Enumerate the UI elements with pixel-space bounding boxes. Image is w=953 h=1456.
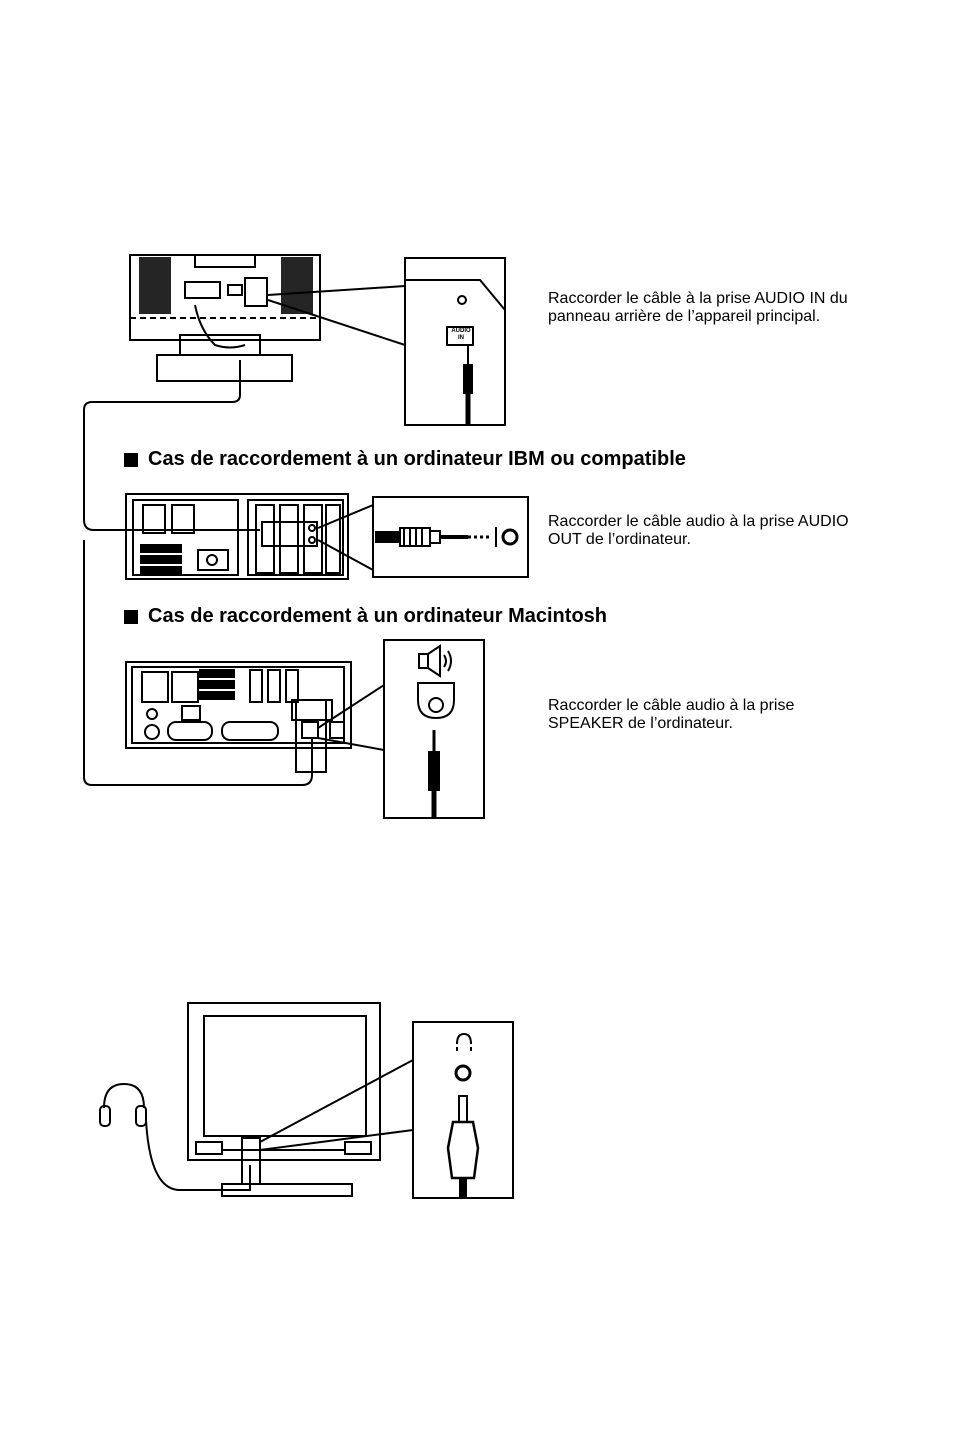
audio-out-zoom-box (318, 497, 528, 577)
monitor-rear-panel (84, 255, 320, 530)
ibm-description: Raccorder le câble audio à la prise AUDI… (548, 513, 868, 549)
speaker-zoom-box (384, 640, 484, 818)
ibm-heading: Cas de raccordement à un ordinateur IBM … (124, 448, 686, 471)
square-bullet-icon (124, 610, 138, 624)
mac-heading-text: Cas de raccordement à un ordinateur Maci… (148, 605, 607, 628)
ibm-rear-panel (126, 494, 348, 579)
mac-heading: Cas de raccordement à un ordinateur Maci… (124, 605, 607, 628)
mac-rear-panel (84, 540, 384, 785)
audio-in-description: Raccorder le câble à la prise AUDIO IN d… (548, 290, 888, 326)
audio-in-jack-label: AUDIO IN (449, 328, 473, 342)
monitor-front (188, 1003, 413, 1196)
mac-description: Raccorder le câble audio à la prise SPEA… (548, 697, 868, 733)
headphone-zoom-box (413, 1022, 513, 1198)
audio-in-label-bottom: IN (449, 335, 473, 342)
ibm-heading-text: Cas de raccordement à un ordinateur IBM … (148, 448, 686, 471)
audio-in-label-top: AUDIO (449, 328, 473, 335)
headphones-icon (96, 1080, 152, 1130)
square-bullet-icon (124, 453, 138, 467)
